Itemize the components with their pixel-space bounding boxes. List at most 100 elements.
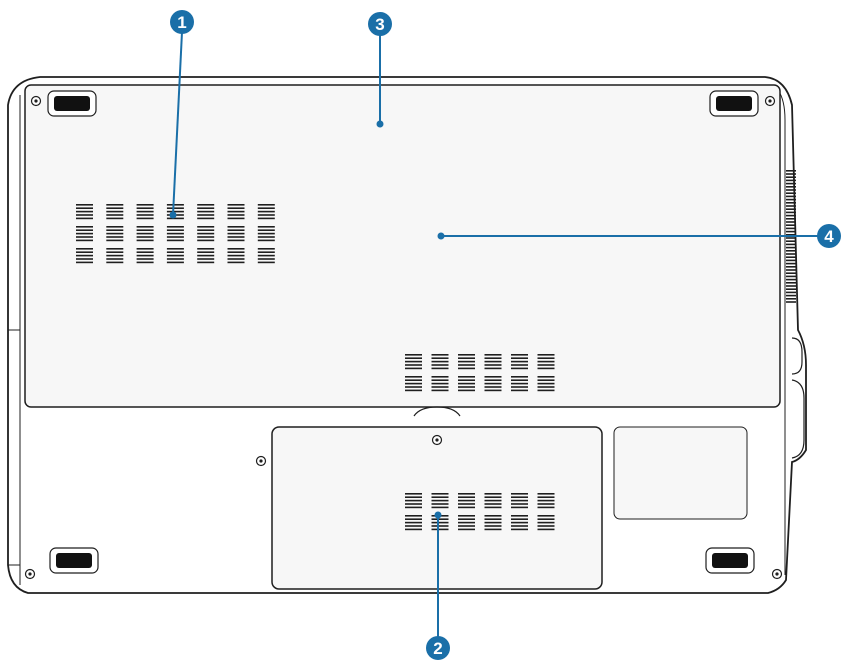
side-vent-grille: [786, 170, 796, 303]
vent-slot-block: [106, 204, 124, 220]
callout-2-number: 2: [433, 639, 442, 658]
vent-slot-block: [136, 226, 154, 242]
vent-slot-block: [537, 376, 555, 392]
vent-slot-block: [136, 248, 154, 264]
vent-slot-block: [106, 226, 124, 242]
side-vent-slit: [786, 266, 796, 268]
side-vent-slit: [786, 294, 796, 297]
vent-slot-block: [484, 493, 502, 509]
vent-slot-block: [227, 248, 245, 264]
side-vent-slit: [786, 179, 796, 182]
side-vent-slit: [786, 237, 796, 239]
side-vent-slit: [786, 202, 796, 204]
side-vent-slit: [786, 246, 796, 249]
callout-4: 4: [437, 224, 841, 248]
side-vent-slit: [786, 173, 796, 175]
vent-slot-block: [257, 204, 275, 220]
side-vent-slit: [786, 186, 796, 188]
side-vent-slit: [786, 211, 796, 214]
side-vent-slit: [786, 195, 796, 198]
side-vent-slit: [786, 182, 796, 185]
side-vent-slit: [786, 234, 796, 236]
screw-bottom-right: [771, 568, 783, 580]
foot-top-right: [709, 90, 759, 117]
vent-slot-block: [431, 493, 449, 509]
side-vent-slit: [786, 227, 796, 230]
callout-1: 1: [169, 10, 194, 219]
vent-slot-block: [257, 248, 275, 264]
foot-bottom-left: [49, 547, 99, 574]
side-vent-slit: [786, 272, 796, 274]
side-vent-slit: [786, 192, 796, 194]
side-vent-slit: [786, 189, 796, 191]
screw-door: [431, 434, 443, 446]
vent-slot-block: [511, 515, 528, 531]
callout-3: 3: [368, 12, 392, 128]
side-vent-slit: [786, 269, 796, 271]
panel-vent-grille: [405, 354, 555, 392]
side-vent-slit: [786, 218, 796, 220]
panel-latch: [413, 406, 461, 417]
side-vent-slit: [786, 253, 796, 255]
vent-slot-block: [106, 248, 124, 264]
vent-slot-block: [197, 226, 215, 242]
main-panel: [24, 84, 781, 408]
hdd-compartment-vents: [405, 493, 555, 531]
vent-slot-block: [166, 248, 184, 264]
label-area: [613, 426, 748, 520]
side-vent-slit: [786, 230, 796, 233]
side-vent-slit: [786, 291, 796, 294]
vent-slot-block: [76, 204, 93, 220]
screw-top-left: [30, 95, 42, 107]
side-vent-slit: [786, 221, 796, 223]
callouts: 1 2 3 4: [169, 10, 841, 660]
vent-slot-block: [484, 376, 502, 392]
vent-slot-block: [197, 204, 215, 220]
vent-slot-block: [484, 354, 502, 370]
side-vent-slit: [786, 282, 796, 284]
vent-slot-block: [166, 226, 184, 242]
vent-slot-block: [431, 354, 449, 370]
side-vent-slit: [786, 288, 796, 290]
side-vent-slit: [786, 214, 796, 217]
vent-slot-block: [76, 226, 93, 242]
side-vent-slit: [786, 170, 796, 172]
callout-3-number: 3: [375, 15, 384, 34]
vent-slot-block: [537, 493, 555, 509]
vent-slot-block: [537, 354, 555, 370]
vent-slot-block: [511, 376, 528, 392]
vent-slot-block: [227, 226, 245, 242]
side-vent-slit: [786, 198, 796, 201]
vent-slot-block: [257, 226, 275, 242]
vent-slot-block: [458, 376, 475, 392]
side-vent-slit: [786, 240, 796, 242]
vent-slot-block: [458, 354, 475, 370]
side-vent-slit: [786, 243, 796, 246]
vent-slot-block: [511, 354, 528, 370]
vent-slot-block: [405, 515, 422, 531]
side-vent-slit: [786, 301, 796, 303]
callout-4-number: 4: [824, 227, 834, 246]
right-port-large: [791, 379, 805, 459]
screws: [24, 95, 783, 580]
vent-slot-block: [405, 354, 422, 370]
screw-mid-left: [255, 455, 267, 467]
vent-slot-block: [76, 248, 93, 264]
side-vent-slit: [786, 275, 796, 278]
side-vent-slit: [786, 285, 796, 287]
side-vent-slit: [786, 262, 796, 265]
right-port-small: [791, 337, 803, 375]
callout-2: 2: [426, 511, 450, 660]
rubber-feet: [47, 90, 759, 574]
side-vent-slit: [786, 259, 796, 262]
vent-slot-block: [197, 248, 215, 264]
side-vent-slit: [786, 298, 796, 300]
vent-slot-block: [511, 493, 528, 509]
vent-slot-block: [136, 204, 154, 220]
side-vent-slit: [786, 208, 796, 210]
side-vent-slit: [786, 256, 796, 258]
screw-top-right: [764, 95, 776, 107]
side-vent-slit: [786, 176, 796, 178]
vent-slot-block: [405, 493, 422, 509]
